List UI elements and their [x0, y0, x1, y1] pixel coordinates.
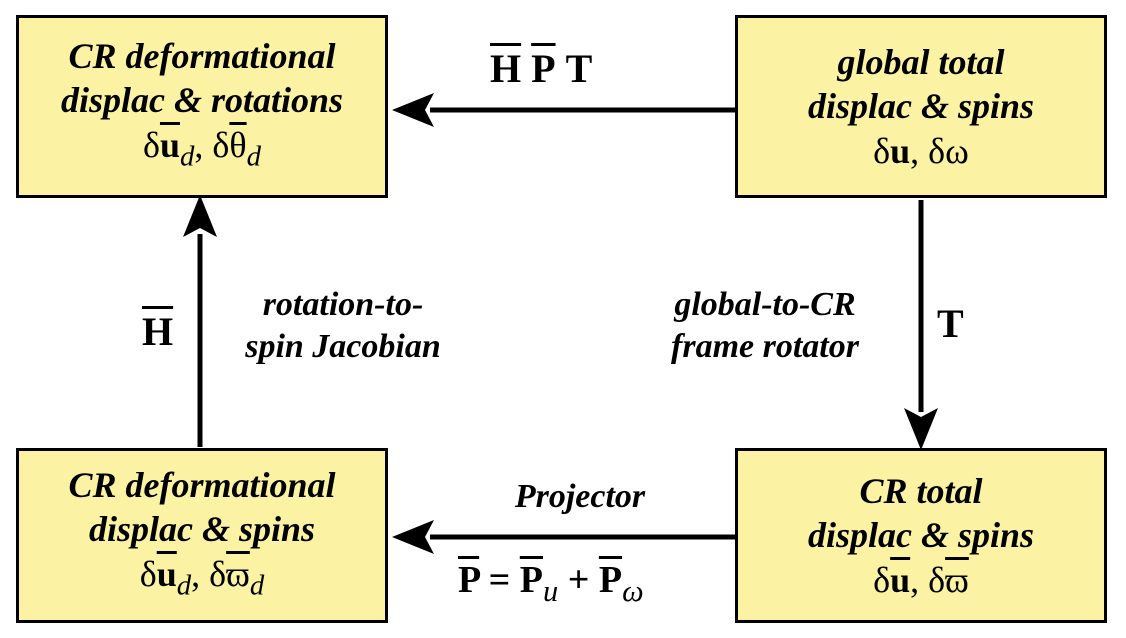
arrow-bottom-head: [392, 520, 434, 554]
label-line-2: spin Jacobian: [245, 328, 441, 365]
box-math: δud, δθd: [143, 122, 261, 180]
label-line-1: global-to-CR: [674, 286, 856, 323]
box-line-2: displac & spins: [807, 85, 1035, 126]
equals-sign: =: [479, 559, 520, 601]
right-arrow-operator: T: [937, 300, 964, 347]
subscript-d: d: [246, 140, 262, 173]
arrow-right-head: [904, 408, 938, 450]
box-line-1: CR deformational: [68, 35, 336, 76]
op-h-bar: H: [490, 46, 522, 91]
op-p-bar: P: [598, 559, 623, 601]
subscript-d: d: [179, 140, 195, 173]
box-line-2: displac & spins: [88, 508, 316, 549]
box-line-1: CR total: [859, 470, 983, 511]
box-cr-total: CR total displac & spins δu, δϖ: [735, 448, 1107, 623]
box-line-2: displac & spins: [807, 514, 1035, 555]
left-arrow-operator: H: [142, 308, 173, 355]
var-varpi-bar: ϖ: [226, 553, 250, 594]
op-p-bar: P: [458, 559, 480, 601]
label-line-1: rotation-to-: [262, 286, 424, 323]
delta-symbol: δ: [212, 124, 230, 165]
right-arrow-label: global-to-CR frame rotator: [630, 284, 900, 368]
separator: ,: [910, 559, 929, 600]
op-p-bar: P: [519, 559, 543, 601]
box-line-2: displac & rotations: [60, 79, 344, 120]
op-h-bar: H: [142, 309, 174, 354]
top-arrow-operator: H P T: [490, 45, 592, 92]
bottom-arrow-label: Projector: [514, 478, 646, 515]
label-line-2: frame rotator: [671, 328, 859, 365]
var-u-bar: u: [156, 553, 177, 594]
subscript-u: u: [543, 574, 559, 609]
delta-symbol: δ: [873, 559, 891, 600]
var-u-bar: u: [159, 124, 180, 165]
op-t: T: [937, 301, 964, 346]
box-cr-deformational-rotations: CR deformational displac & rotations δud…: [16, 15, 388, 198]
delta-symbol: δ: [139, 553, 157, 594]
subscript-d: d: [249, 569, 265, 602]
separator: ,: [191, 553, 210, 594]
box-math: δu, δω: [873, 128, 969, 174]
box-line-1: global total: [837, 41, 1005, 82]
subscript-omega: ω: [622, 574, 644, 609]
box-global-total: global total displac & spins δu, δω: [735, 15, 1107, 198]
var-varpi-bar: ϖ: [945, 559, 969, 600]
separator: ,: [910, 130, 929, 171]
box-cr-deformational-spins: CR deformational displac & spins δud, δϖ…: [16, 448, 388, 623]
op-t: T: [565, 46, 593, 91]
delta-symbol: δ: [873, 130, 891, 171]
left-arrow-label: rotation-to- spin Jacobian: [208, 284, 478, 368]
delta-symbol: δ: [142, 124, 160, 165]
separator: ,: [194, 124, 213, 165]
subscript-d: d: [176, 569, 192, 602]
delta-symbol: δ: [209, 553, 227, 594]
box-line-1: CR deformational: [68, 464, 336, 505]
var-u-bar: u: [890, 559, 911, 600]
arrow-left-head: [183, 195, 217, 237]
op-p-bar: P: [531, 46, 556, 91]
bottom-arrow-equation: P = Pu + Pω: [458, 558, 644, 609]
box-math: δud, δϖd: [140, 551, 264, 609]
plus-sign: +: [558, 559, 599, 601]
box-math: δu, δϖ: [873, 557, 969, 603]
delta-omega: δω: [928, 130, 969, 171]
arrow-top-head: [392, 93, 434, 127]
delta-symbol: δ: [928, 559, 946, 600]
var-u: u: [890, 130, 911, 171]
var-theta-bar: θ: [229, 124, 247, 165]
